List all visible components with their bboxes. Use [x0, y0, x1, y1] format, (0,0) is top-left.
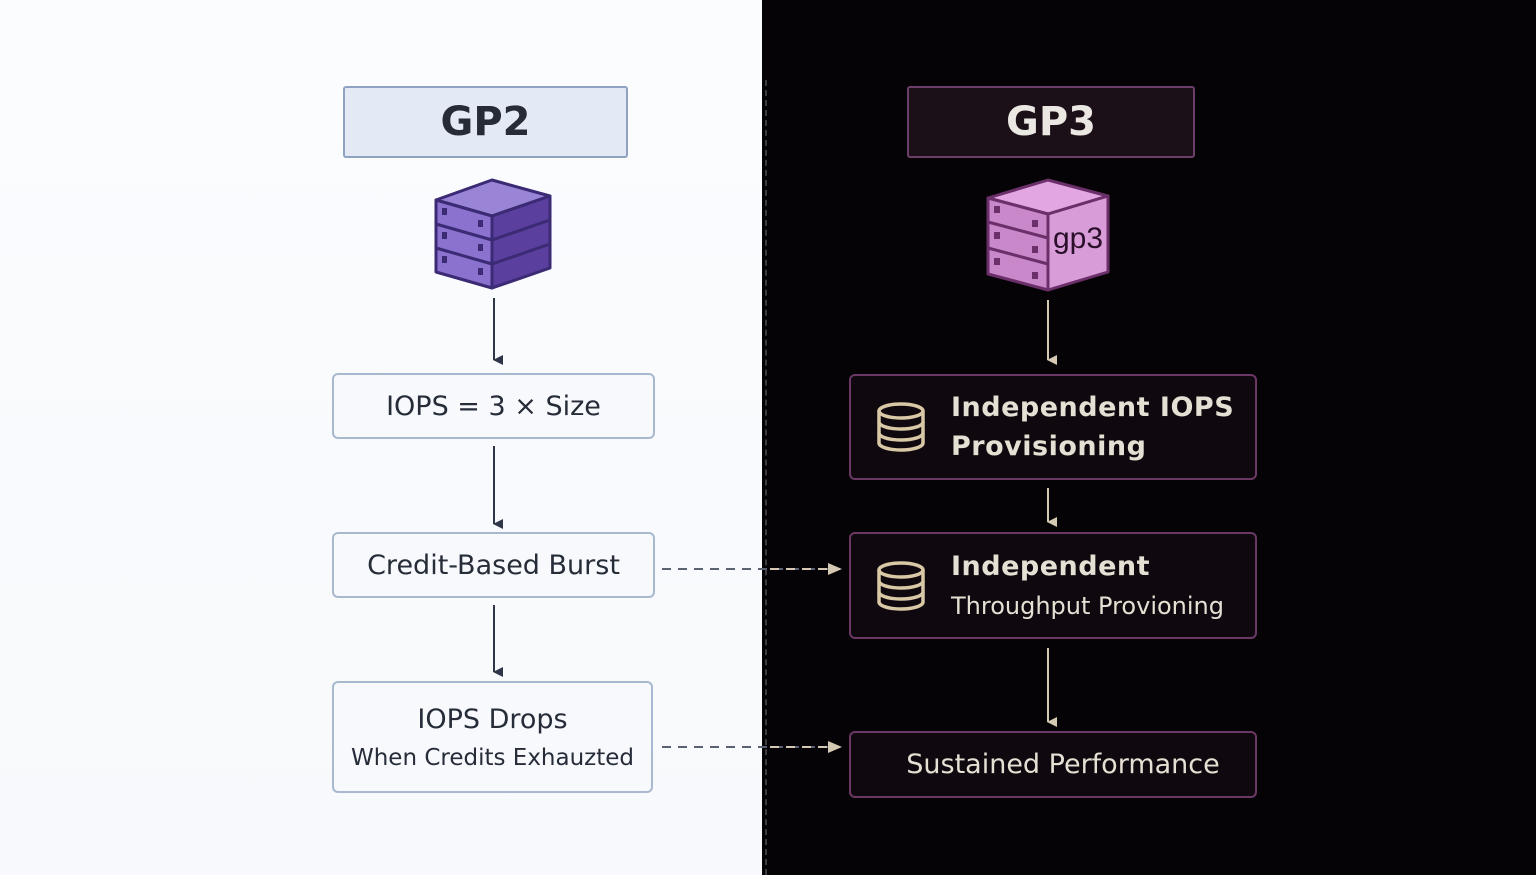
- database-icon: [877, 402, 925, 452]
- gp3-independent-throughput-box: Independent Throughput Provioning: [849, 532, 1257, 639]
- gp2-iops-formula-box: IOPS = 3 × Size: [332, 373, 655, 439]
- gp2-credit-burst-label: Credit-Based Burst: [367, 549, 620, 581]
- gp2-server-cube-icon: [434, 178, 552, 290]
- gp2-iops-drops-box: IOPS Drops When Credits Exhauzted: [332, 681, 653, 793]
- gp2-credit-burst-box: Credit-Based Burst: [332, 532, 655, 598]
- gp2-iops-drops-title: IOPS Drops: [417, 703, 568, 735]
- gp3-server-cube-icon: gp3: [986, 178, 1110, 292]
- gp3-title: GP3: [907, 86, 1195, 158]
- gp3-independent-iops-title: Independent IOPS: [951, 392, 1235, 423]
- gp3-independent-iops-box: Independent IOPS Provisioning: [849, 374, 1257, 480]
- gp3-cube-label: gp3: [1053, 222, 1103, 255]
- gp2-title: GP2: [343, 86, 628, 158]
- database-icon: [877, 560, 925, 611]
- gp2-iops-formula-label: IOPS = 3 × Size: [386, 390, 601, 422]
- panel-divider: [765, 80, 767, 875]
- gp3-independent-throughput-subtitle: Throughput Provioning: [951, 592, 1224, 620]
- gp3-independent-throughput-title: Independent: [951, 551, 1151, 582]
- gp3-sustained-performance-label: Sustained Performance: [906, 749, 1220, 780]
- gp3-sustained-performance-box: Sustained Performance: [849, 731, 1257, 798]
- gp3-independent-iops-subtitle: Provisioning: [951, 431, 1147, 462]
- gp2-iops-drops-subtitle: When Credits Exhauzted: [350, 744, 635, 771]
